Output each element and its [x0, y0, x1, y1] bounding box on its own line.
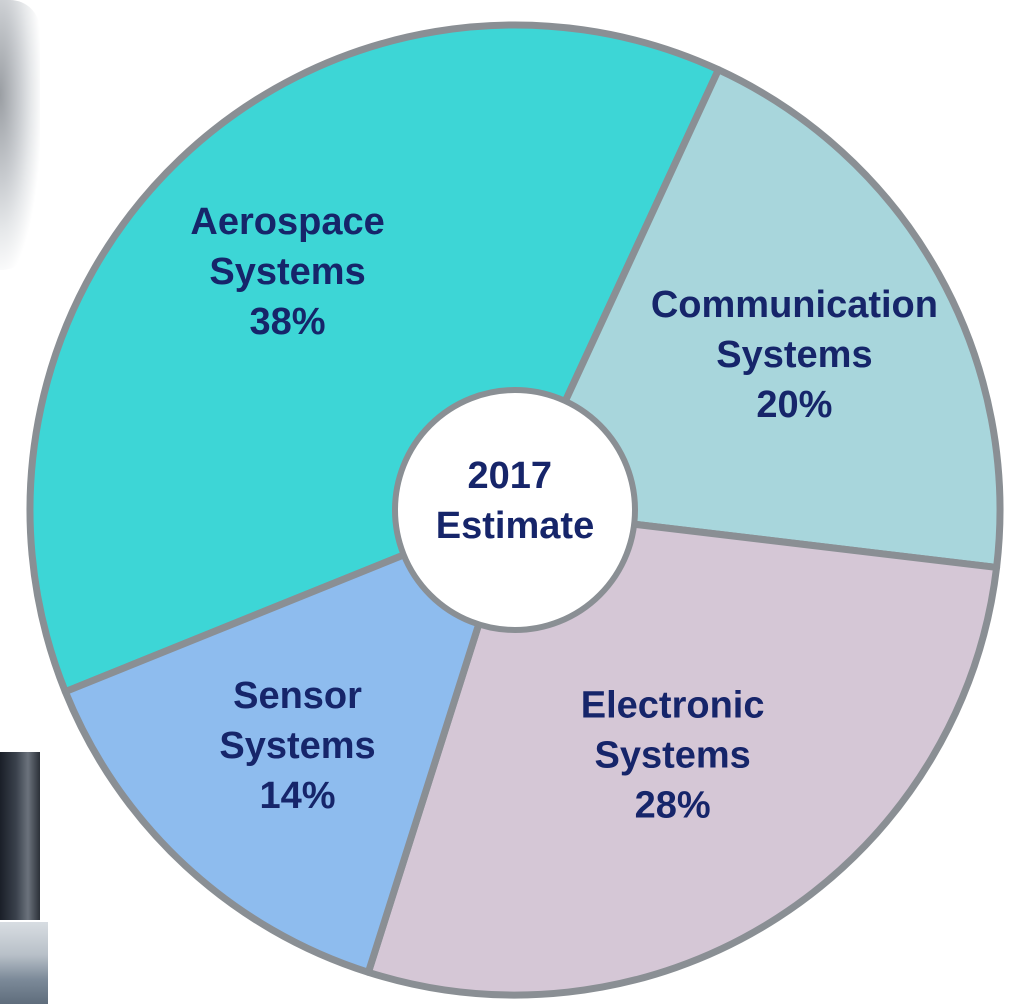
label-line: Aerospace: [190, 201, 384, 243]
label-line: Sensor: [233, 675, 362, 717]
label-line: 38%: [250, 301, 326, 343]
label-line: Systems: [716, 334, 872, 376]
chart-slices: [26, 21, 1004, 999]
label-line: 20%: [756, 384, 832, 426]
slice-aerospace-systems: [26, 21, 722, 696]
center-label-estimate: Estimate: [436, 505, 594, 547]
person-photo-icon: [0, 922, 48, 1004]
label-line: 14%: [259, 775, 335, 817]
label-line: Electronic: [581, 685, 765, 727]
label-line: Communication: [651, 284, 938, 326]
slice-sensor-systems: [61, 506, 519, 976]
label-line: Systems: [219, 725, 375, 767]
center-hole: [392, 387, 638, 633]
label-line: Systems: [209, 251, 365, 293]
center-label: 2017 Estimate: [436, 455, 594, 547]
center-label-year: 2017: [467, 455, 552, 497]
label-line: 28%: [635, 785, 711, 827]
machine-photo-icon: [0, 752, 40, 920]
camera-photo-icon: [0, 0, 40, 270]
slice-communication-systems: [511, 66, 1004, 571]
label-line: Systems: [594, 735, 750, 777]
